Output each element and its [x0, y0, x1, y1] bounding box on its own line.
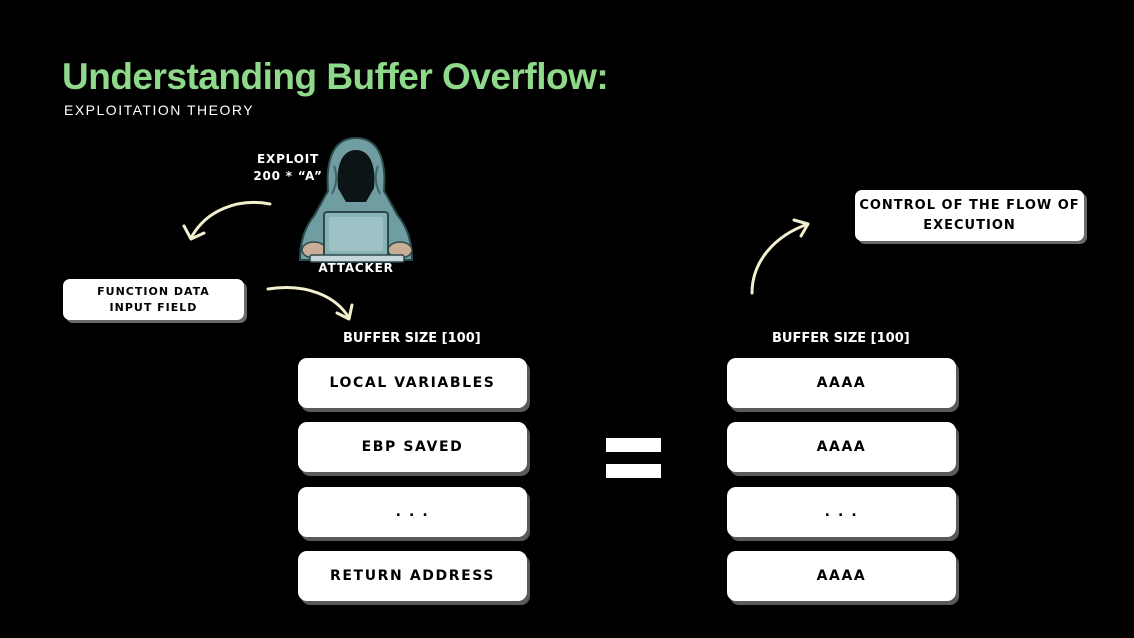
right-stack-cell: . . . — [727, 487, 956, 537]
control-flow-line2: EXECUTION — [923, 217, 1016, 233]
right-buffer-heading: BUFFER SIZE [100] — [772, 331, 910, 346]
control-flow-line1: CONTROL OF THE FLOW OF — [859, 197, 1080, 213]
exploit-label: EXPLOIT 200 * “A” — [238, 151, 338, 185]
equals-icon — [606, 438, 661, 478]
curved-arrow-icon — [266, 286, 354, 321]
left-stack-cell: RETURN ADDRESS — [298, 551, 527, 601]
page-title: Understanding Buffer Overflow: — [62, 56, 609, 97]
control-flow-note: CONTROL OF THE FLOW OF EXECUTION — [855, 190, 1084, 241]
curved-arrow-icon — [182, 201, 272, 241]
curved-arrow-icon — [750, 218, 810, 295]
left-stack-cell: EBP SAVED — [298, 422, 527, 472]
input-field-line2: INPUT FIELD — [109, 300, 198, 314]
right-stack-cell: AAAA — [727, 551, 956, 601]
hacker-icon — [298, 136, 414, 263]
left-stack-cell: LOCAL VARIABLES — [298, 358, 527, 408]
input-field-note: FUNCTION DATA INPUT FIELD — [63, 279, 244, 320]
exploit-label-line2: 200 * “A” — [253, 169, 323, 183]
right-stack-cell: AAAA — [727, 358, 956, 408]
input-field-line1: FUNCTION DATA — [97, 284, 210, 298]
page-subtitle: EXPLOITATION THEORY — [64, 102, 255, 118]
exploit-label-line1: EXPLOIT — [257, 152, 319, 166]
left-stack-cell: . . . — [298, 487, 527, 537]
right-stack-cell: AAAA — [727, 422, 956, 472]
left-buffer-heading: BUFFER SIZE [100] — [343, 331, 481, 346]
attacker-label: ATTACKER — [318, 261, 394, 275]
